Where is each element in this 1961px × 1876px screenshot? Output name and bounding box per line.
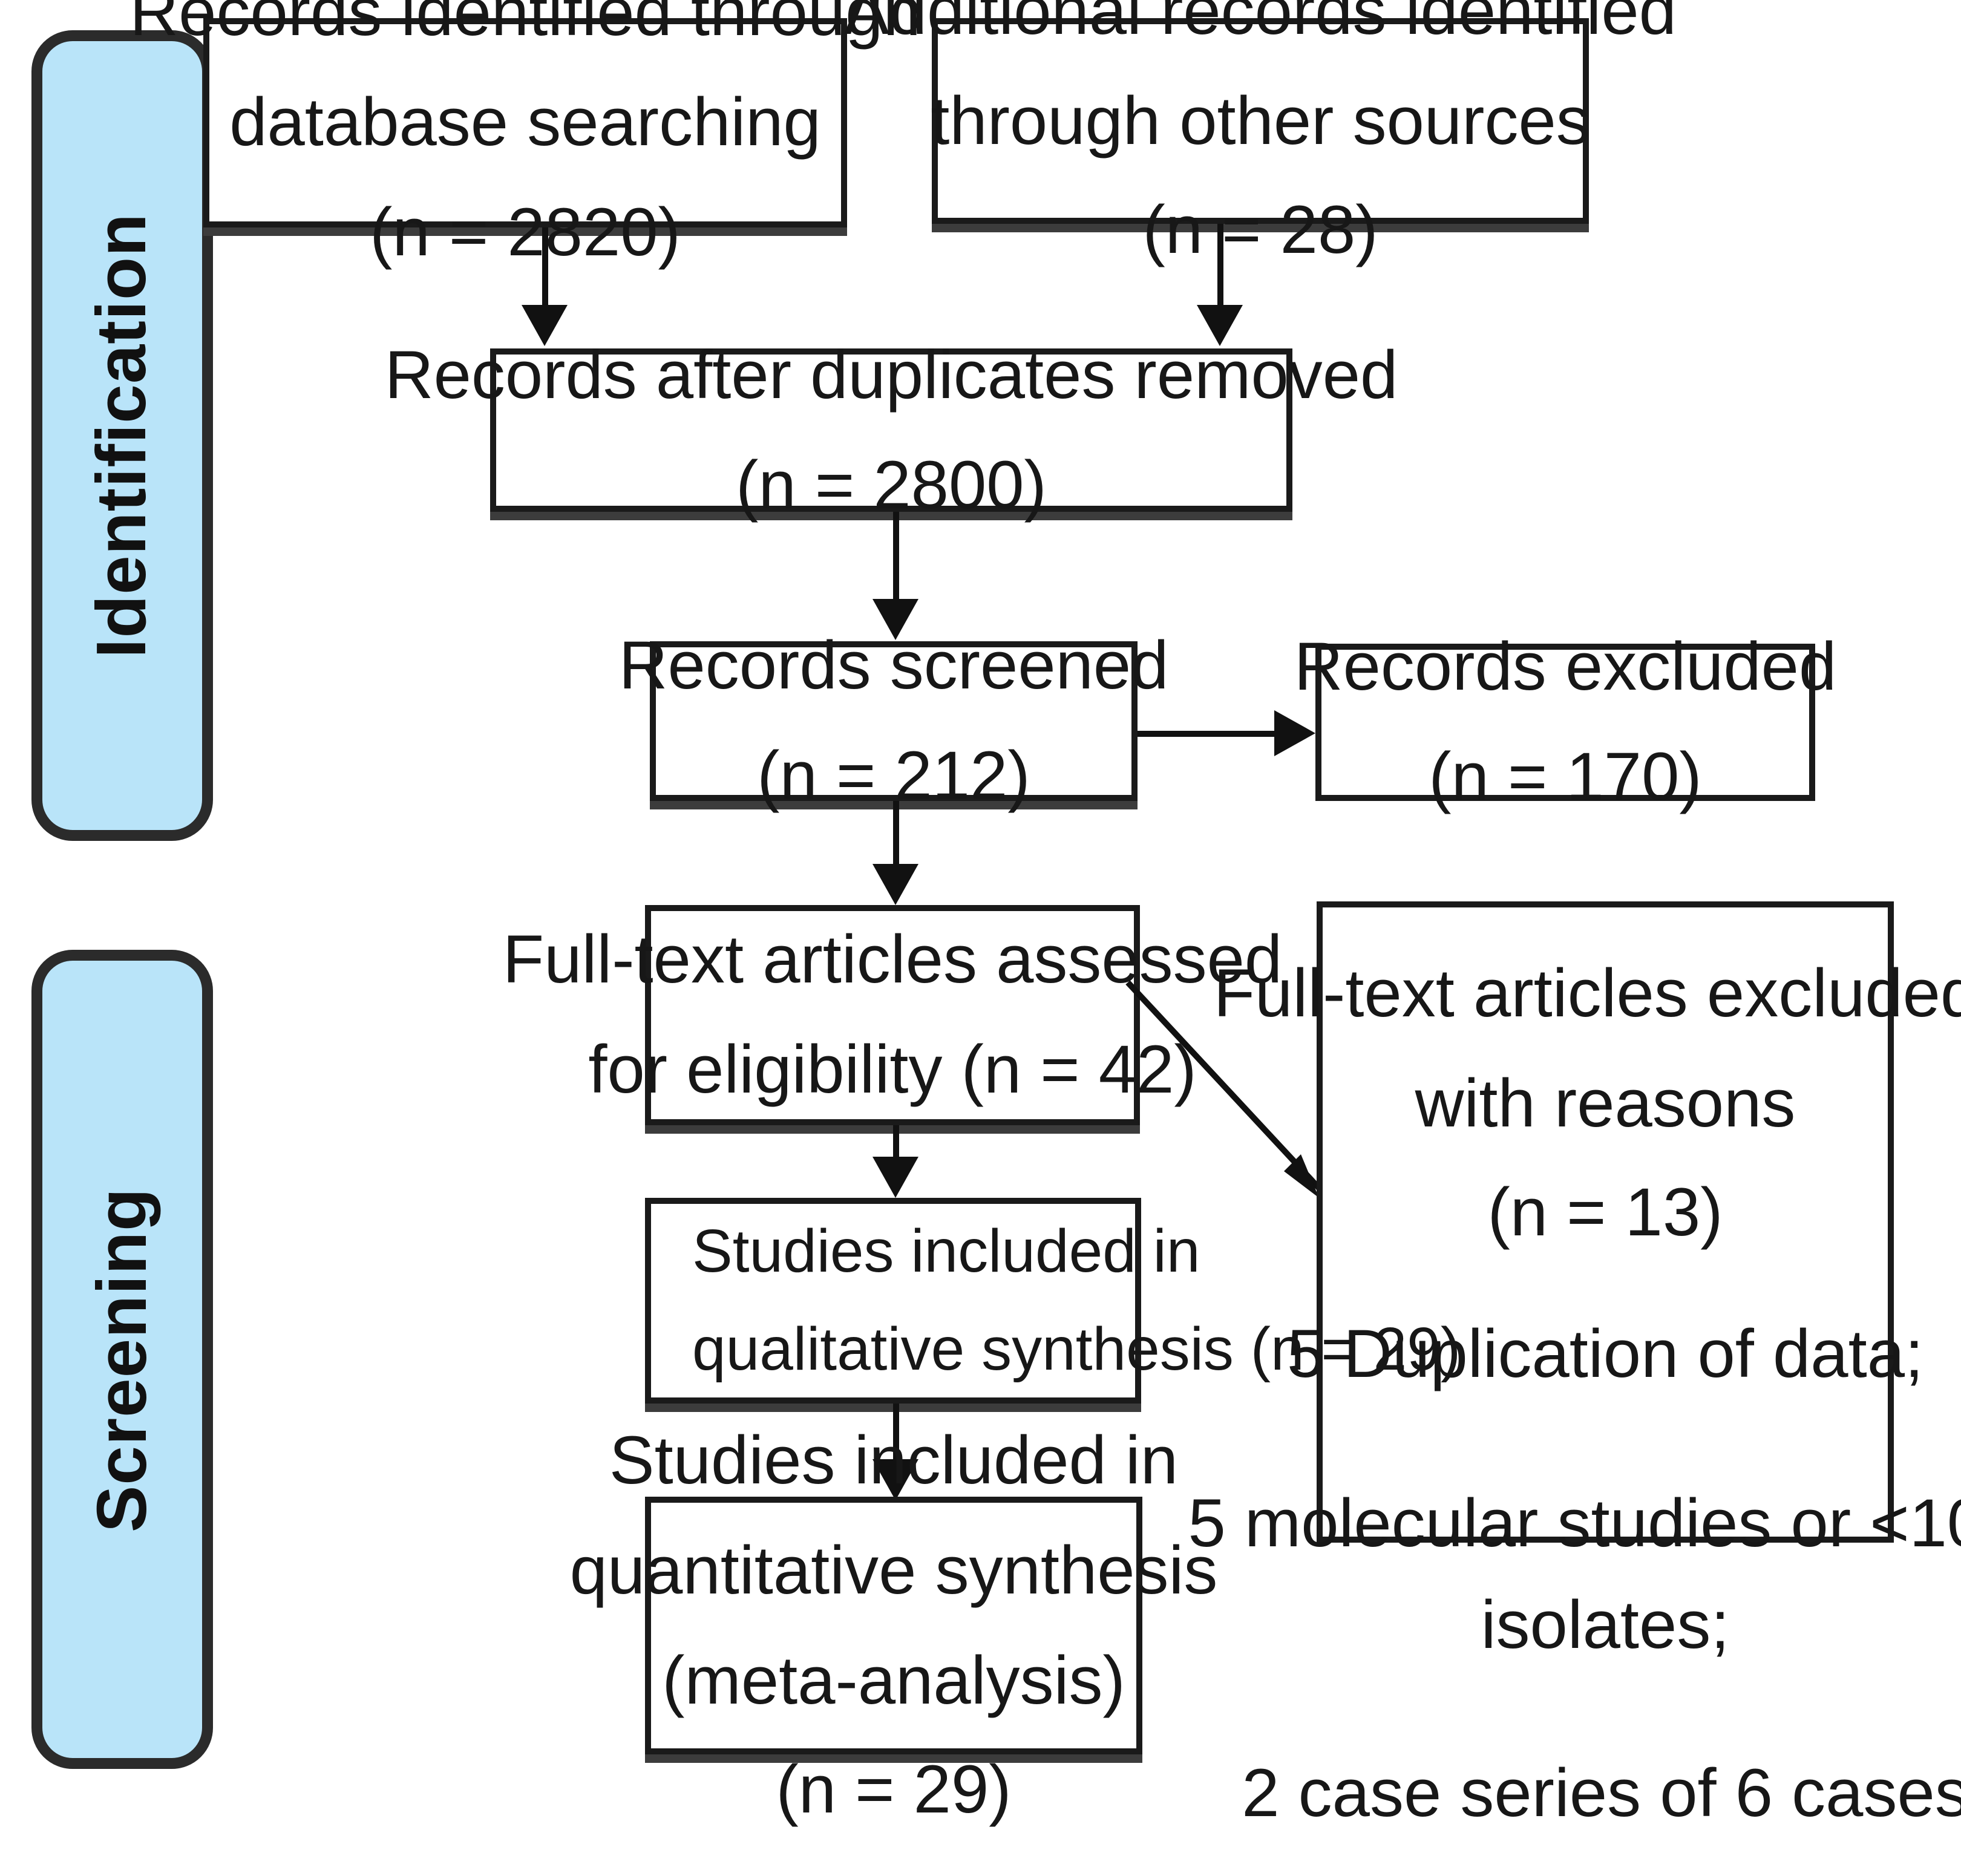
stage-label-screening: Screening	[82, 1187, 161, 1532]
connector-duplicates-to-screened	[893, 512, 899, 601]
box-other-records: Additional records identified through ot…	[844, 0, 1677, 268]
box-other-records-line1: Additional records identified	[844, 0, 1677, 48]
box-qualitative-synthesis-line1: Studies included in	[692, 1217, 1200, 1285]
connector-fulltext-to-excluded	[1125, 980, 1321, 1198]
connector-fulltext-to-qualitative	[893, 1125, 899, 1159]
box-records-screened-count: (n = 212)	[757, 737, 1030, 813]
connector-qualitative-to-quantitative	[893, 1404, 899, 1462]
box-qualitative-synthesis: Studies included in qualitative synthesi…	[645, 1198, 1461, 1404]
exclusion-reason-molecular: 5 molecular studies or <100 isolates;	[1188, 1472, 1961, 1676]
arrowhead-fulltext-to-qualitative	[872, 1157, 918, 1198]
box-fulltext-assessed-line2: for eligibility (n = 42)	[588, 1031, 1197, 1107]
exclusion-reason-molecular-line1: 5 molecular studies or <100	[1188, 1484, 1961, 1561]
box-fulltext-excluded-line1: Full-text articles excluded,	[1213, 955, 1961, 1031]
box-database-records: Records identified through database sear…	[129, 0, 920, 270]
box-fulltext-assessed-line1: Full-text articles assessed	[502, 921, 1283, 998]
box-duplicates-removed-line1: Records after duplicates removed	[384, 336, 1398, 413]
box-quantitative-synthesis-line2: quantitative synthesis	[569, 1531, 1218, 1608]
box-records-screened: Records screened (n = 212)	[619, 627, 1169, 813]
box-duplicates-removed-count: (n = 2800)	[736, 446, 1047, 522]
box-other-records-count: (n = 28)	[1142, 191, 1378, 268]
connector-screened-to-fulltext	[893, 801, 899, 866]
stage-label-identification: Identification	[82, 213, 162, 658]
box-fulltext-excluded-count: (n = 13)	[1487, 1174, 1723, 1250]
stage-tab-identification: Identification	[31, 30, 213, 841]
box-duplicates-removed: Records after duplicates removed (n = 28…	[385, 336, 1398, 522]
box-quantitative-synthesis-line1: Studies included in	[609, 1422, 1179, 1499]
box-records-excluded: Records excluded (n = 170)	[1294, 629, 1837, 814]
arrowhead-other-to-duplicates	[1197, 305, 1243, 346]
box-database-records-line2: database searching	[229, 83, 821, 160]
box-fulltext-excluded: Full-text articles excluded, with reason…	[1188, 901, 1961, 1831]
box-records-excluded-count: (n = 170)	[1429, 738, 1702, 814]
box-database-records-line1: Records identified through	[129, 0, 921, 50]
arrowhead-screened-to-excluded	[1274, 710, 1315, 756]
box-fulltext-excluded-line2: with reasons	[1415, 1064, 1796, 1141]
connector-database-to-duplicates	[542, 227, 548, 307]
box-fulltext-assessed: Full-text articles assessed for eligibil…	[503, 905, 1282, 1125]
arrowhead-qualitative-to-quantitative	[872, 1459, 918, 1500]
box-quantitative-synthesis-count: (n = 29)	[776, 1751, 1012, 1828]
arrowhead-screened-to-fulltext	[872, 864, 918, 905]
connector-screened-to-excluded	[1138, 731, 1280, 737]
arrowhead-duplicates-to-screened	[872, 599, 918, 640]
box-qualitative-synthesis-line2: qualitative synthesis (n = 29)	[692, 1315, 1461, 1383]
exclusion-reason-case-series: 2 case series of 6 cases	[1242, 1754, 1961, 1831]
exclusion-reason-duplication: 5 Duplication of data;	[1286, 1315, 1924, 1392]
box-database-records-count: (n = 2820)	[370, 193, 681, 270]
box-other-records-line2: through other sources	[931, 82, 1590, 159]
connector-other-to-duplicates	[1217, 224, 1223, 307]
stage-tab-screening: Screening	[31, 950, 213, 1769]
box-records-excluded-line1: Records excluded	[1294, 628, 1837, 705]
exclusion-reason-molecular-line2: isolates;	[1481, 1586, 1730, 1662]
box-quantitative-synthesis: Studies included in quantitative synthes…	[570, 1422, 1218, 1827]
box-records-screened-line1: Records screened	[618, 627, 1169, 704]
arrowhead-database-to-duplicates	[522, 305, 568, 346]
box-quantitative-synthesis-line3: (meta-analysis)	[662, 1641, 1125, 1717]
